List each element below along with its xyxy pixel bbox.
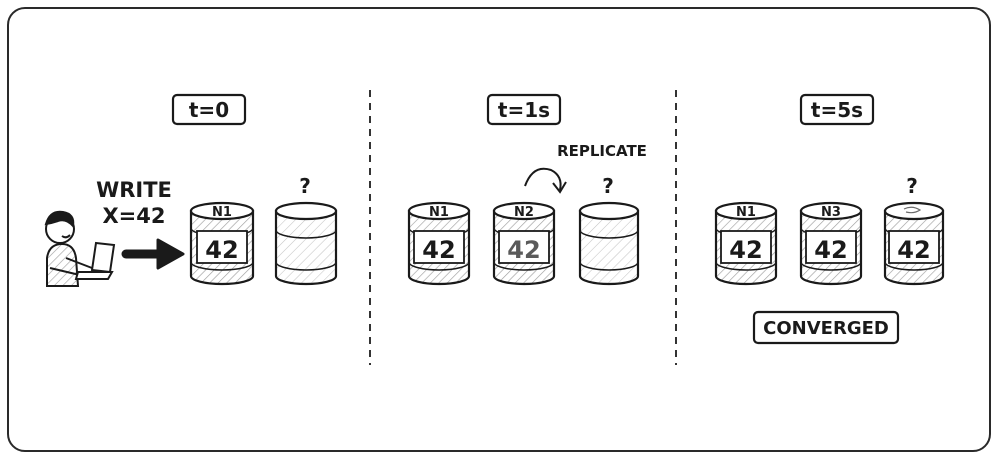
panel-t5s: t=5s ? N1 42 N3 42: [714, 93, 945, 345]
panel-t0: t=0 WRITE X=42 N1: [44, 93, 338, 287]
db-node: N1 42: [189, 201, 255, 286]
time-label: t=1s: [498, 98, 550, 122]
node-name: N3: [821, 205, 841, 220]
db-node: N1 42: [714, 201, 778, 286]
node-value: 42: [422, 236, 455, 264]
time-label-box: t=1s: [486, 93, 562, 126]
laptop-icon: [74, 241, 116, 280]
db-node: N2 42: [492, 201, 556, 286]
panel-t1s: t=1s REPLICATE ? N1 42 N2 42: [407, 93, 647, 286]
node-name: N1: [736, 205, 756, 220]
node-name: N1: [429, 205, 449, 220]
node-value: 42: [814, 236, 847, 264]
node-name: N1: [212, 205, 232, 220]
time-label: t=5s: [811, 98, 863, 122]
unknown-badge: ?: [602, 174, 614, 198]
unknown-badge: ?: [299, 174, 311, 198]
replicate-arrow-icon: [524, 167, 567, 194]
converged-badge: CONVERGED: [752, 310, 900, 345]
db-node: N1 42: [407, 201, 471, 286]
time-label-box: t=5s: [799, 93, 875, 126]
write-arrow-icon: [121, 238, 185, 270]
time-label-box: t=0: [171, 93, 247, 126]
node-name: N2: [514, 205, 534, 220]
write-label: WRITE: [96, 178, 172, 202]
person-icon: [44, 210, 93, 287]
node-value: 42: [205, 236, 238, 264]
replicate-label: REPLICATE: [557, 142, 647, 160]
db-node: N3 42: [799, 201, 863, 286]
unknown-badge: ?: [906, 174, 918, 198]
node-value: 42: [507, 236, 540, 264]
db-node: 42: [883, 201, 945, 286]
write-value: X=42: [102, 204, 165, 228]
db-node: ?: [274, 174, 338, 286]
node-value: 42: [729, 236, 762, 264]
converged-label: CONVERGED: [763, 318, 889, 339]
db-node: [578, 201, 640, 286]
time-label: t=0: [189, 98, 229, 122]
node-value: 42: [897, 236, 930, 264]
